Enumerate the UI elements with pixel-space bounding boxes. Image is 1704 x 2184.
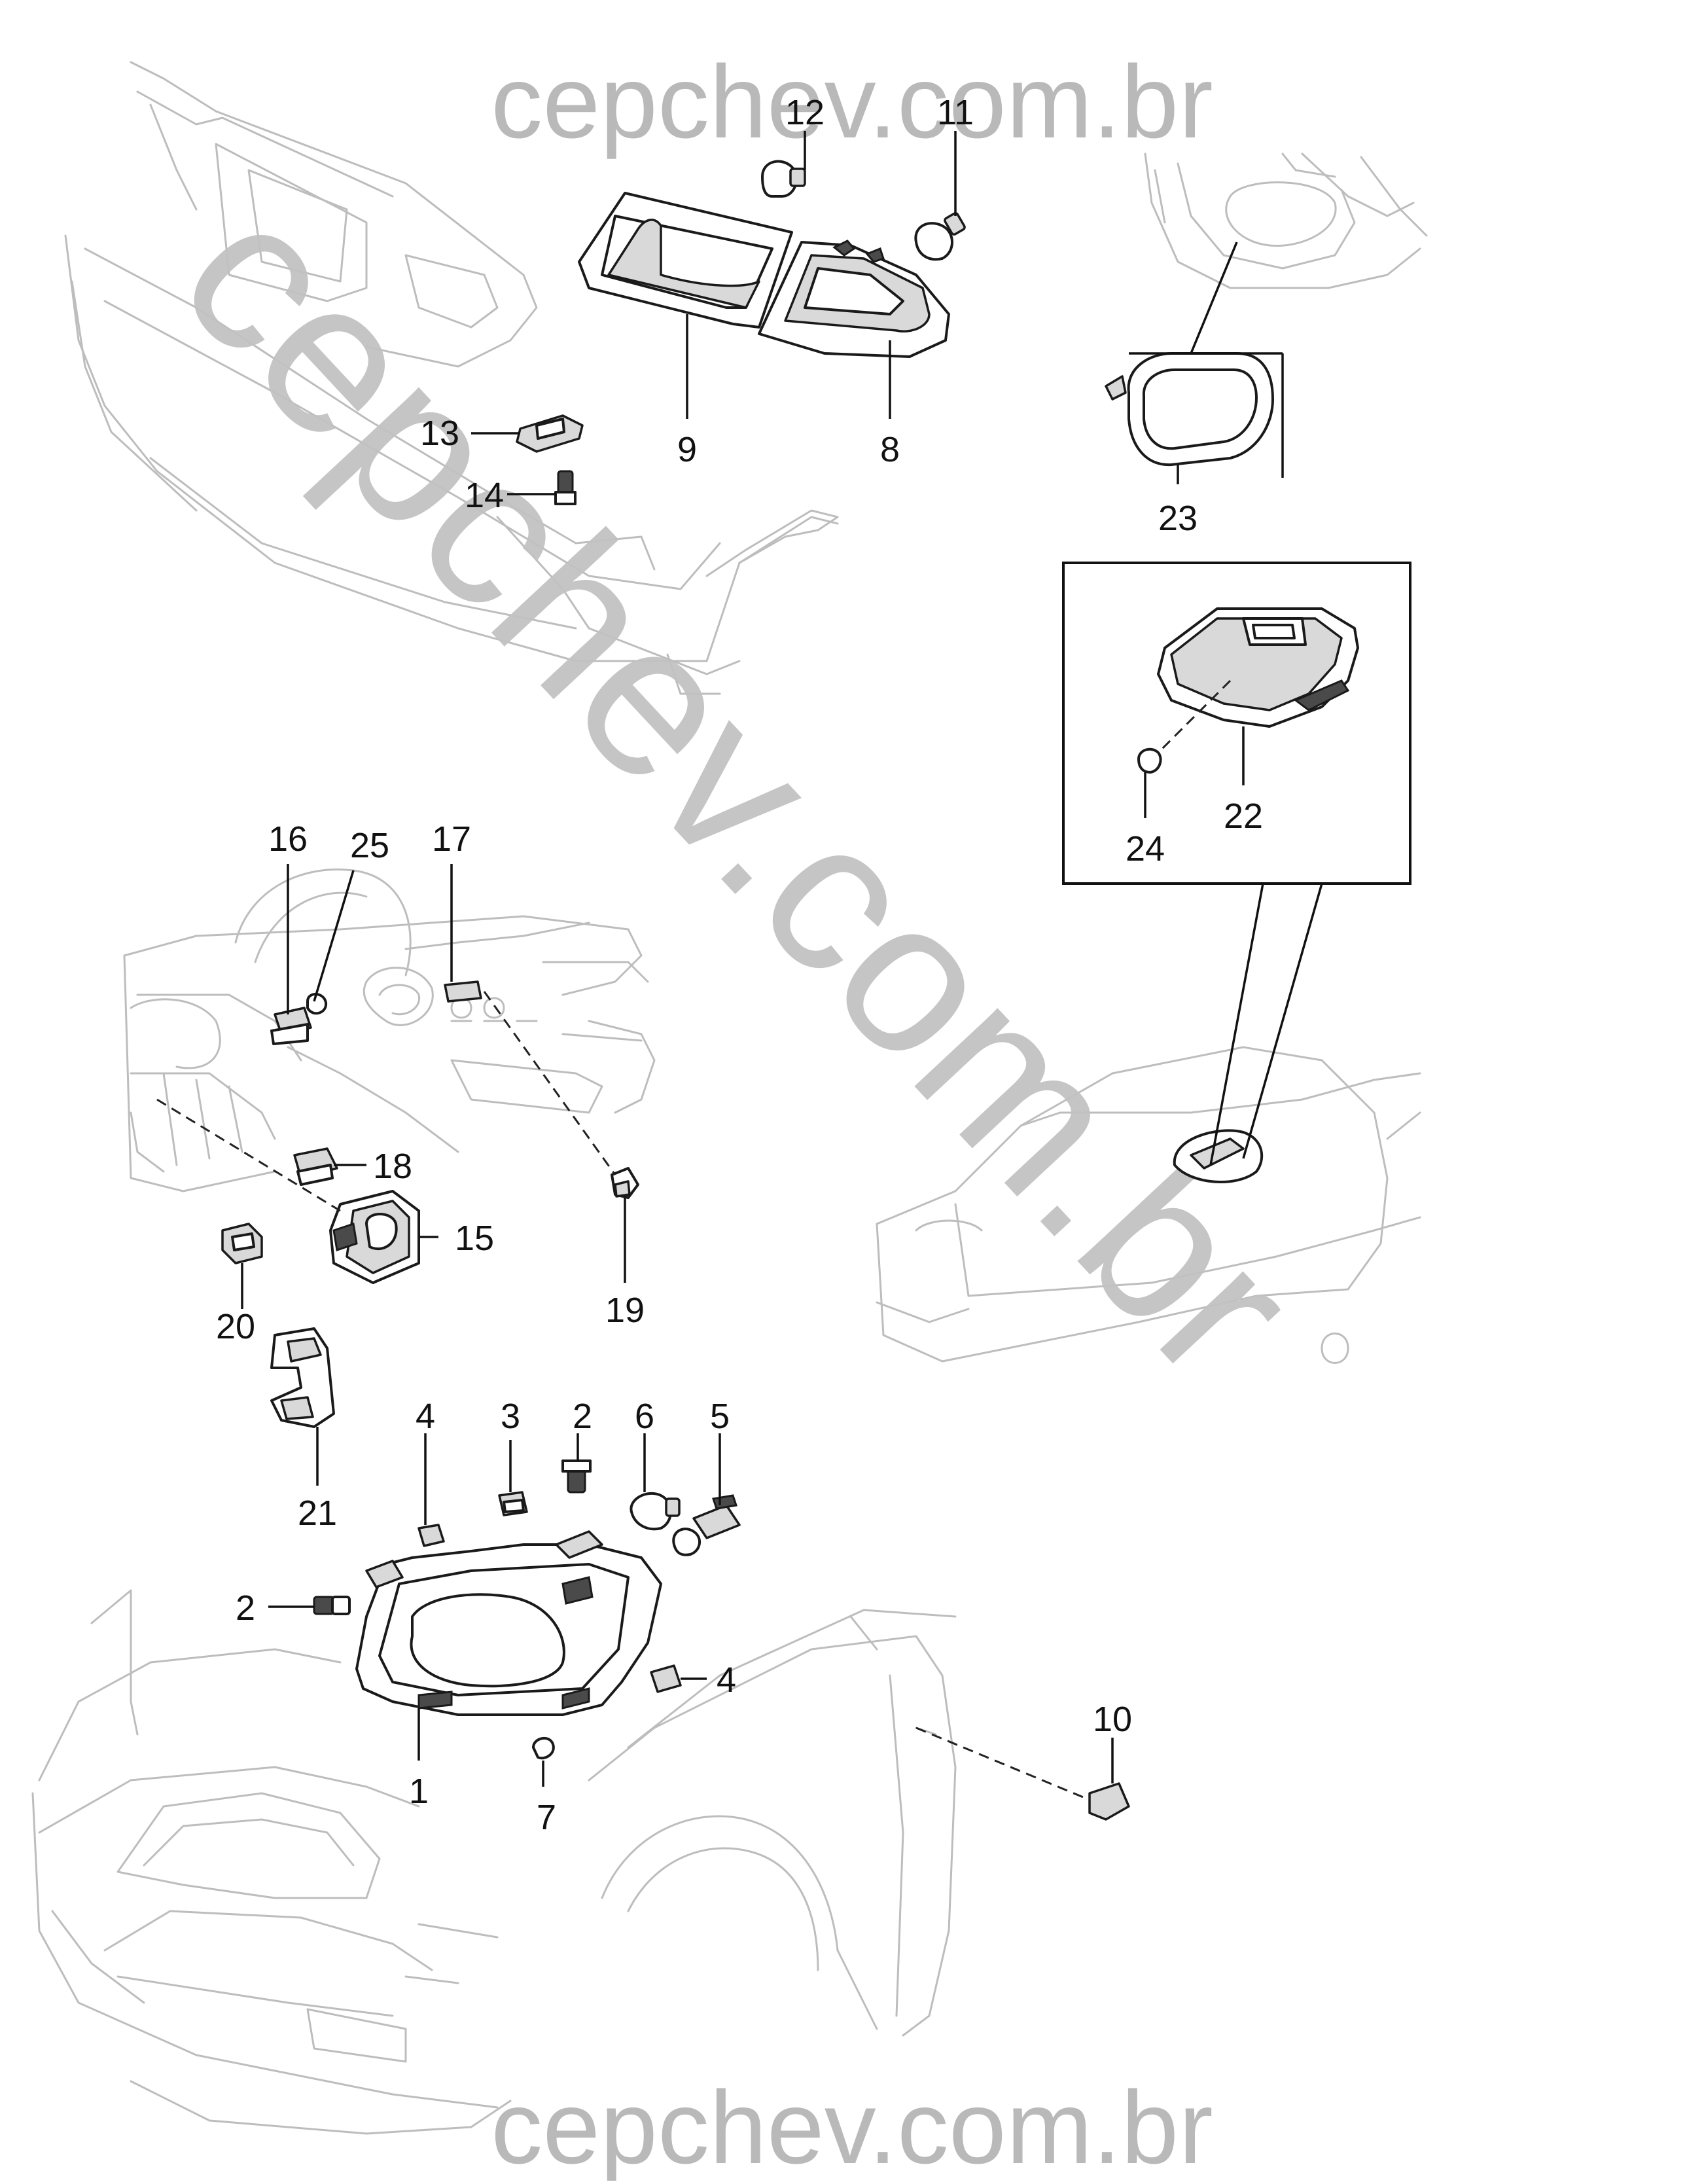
spring-7[interactable] <box>532 1737 555 1760</box>
clip-25[interactable] <box>306 993 328 1015</box>
bolt-2-left[interactable] <box>313 1596 351 1615</box>
tail-lamp-outer-8[interactable] <box>758 240 950 358</box>
callout-labels: 12 11 9 8 13 14 23 22 24 16 25 17 19 18 … <box>216 93 1263 1837</box>
bulb-24[interactable] <box>1137 747 1162 774</box>
callout-11: 11 <box>937 93 974 132</box>
leader-lines <box>156 131 1323 1801</box>
callout-8: 8 <box>880 430 900 469</box>
callout-22: 22 <box>1224 797 1263 836</box>
callout-16: 16 <box>268 819 308 859</box>
callout-7: 7 <box>537 1798 556 1837</box>
nut-4-right[interactable] <box>650 1664 682 1693</box>
bracket-13[interactable] <box>516 414 584 453</box>
headlamp-1[interactable] <box>355 1530 662 1716</box>
switch-16[interactable] <box>270 1007 312 1045</box>
clip-3[interactable] <box>498 1491 528 1516</box>
dome-lamp-installed <box>1173 1129 1264 1183</box>
callout-18: 18 <box>373 1147 412 1186</box>
callout-2-left: 2 <box>236 1588 255 1628</box>
bulb-5[interactable] <box>672 1494 741 1556</box>
callout-23: 23 <box>1158 499 1198 538</box>
switch-17[interactable] <box>444 980 482 1003</box>
ghost-front-end <box>31 1589 957 2135</box>
clip-20[interactable] <box>221 1223 263 1264</box>
callout-4-right: 4 <box>717 1660 736 1700</box>
ghost-car-roof <box>876 1046 1421 1364</box>
bolt-2-top[interactable] <box>561 1459 592 1494</box>
callout-9: 9 <box>677 430 697 469</box>
bulb-12[interactable] <box>761 160 806 198</box>
nut-4-top[interactable] <box>417 1524 445 1547</box>
switch-15[interactable] <box>329 1190 420 1284</box>
callout-20: 20 <box>216 1307 255 1346</box>
screw-14[interactable] <box>554 470 577 505</box>
callout-1: 1 <box>409 1772 429 1811</box>
gasket-23[interactable] <box>1105 352 1274 467</box>
cover-21[interactable] <box>270 1327 335 1428</box>
callout-17: 17 <box>432 819 471 859</box>
lamp-10[interactable] <box>1088 1782 1130 1821</box>
callout-2-top: 2 <box>573 1397 592 1436</box>
callout-25: 25 <box>350 826 389 865</box>
callout-10: 10 <box>1093 1700 1132 1739</box>
ghost-dashboard <box>123 868 656 1192</box>
tail-lamp-inner-9[interactable] <box>578 192 793 329</box>
callout-5: 5 <box>710 1397 730 1436</box>
callout-13: 13 <box>420 414 459 453</box>
callout-21: 21 <box>298 1494 337 1533</box>
bulb-11[interactable] <box>914 212 966 261</box>
callout-6: 6 <box>635 1397 654 1436</box>
callout-19: 19 <box>605 1291 645 1330</box>
dome-lamp-22[interactable] <box>1157 607 1359 728</box>
bulb-6[interactable] <box>630 1492 681 1531</box>
callout-4-top: 4 <box>416 1397 435 1436</box>
watermark-top: cepchev.com.br <box>491 45 1213 160</box>
ghost-rear-bumper <box>64 61 839 695</box>
callout-15: 15 <box>455 1219 494 1258</box>
callout-14: 14 <box>465 476 504 515</box>
clip-19[interactable] <box>611 1167 639 1199</box>
watermark-bottom: cepchev.com.br <box>491 2070 1213 2181</box>
callout-3: 3 <box>501 1397 520 1436</box>
ghost-plate-lamp-area <box>1144 152 1428 289</box>
callout-12: 12 <box>785 93 825 132</box>
callout-24: 24 <box>1126 829 1165 868</box>
switch-18[interactable] <box>293 1147 338 1186</box>
